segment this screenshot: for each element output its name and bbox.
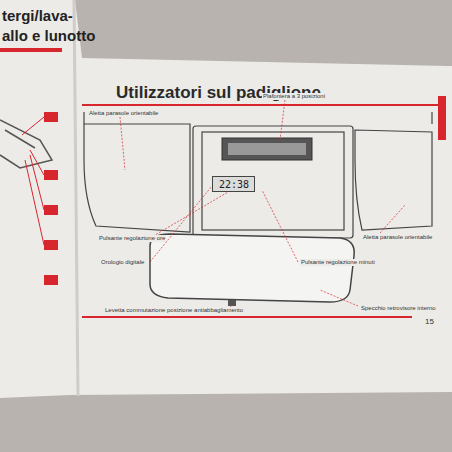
mirror-lever [228, 300, 236, 306]
callout-label: Aletta parasole orientabile [362, 234, 433, 241]
leader-lines [120, 100, 405, 308]
callout-label: Pulsante regolazione minuti [300, 259, 376, 266]
page-fold [74, 0, 78, 396]
red-tab [438, 96, 446, 140]
red-rule [82, 104, 438, 106]
clock-digits: 22:38 [219, 180, 248, 190]
red-leaders-left [22, 117, 44, 245]
stalk-drawing [0, 120, 52, 168]
callout-label: Plafoniera a 3 posizioni [262, 93, 326, 100]
callout-label: Aletta parasole orientabile [88, 110, 159, 117]
callout-label: Orologio digitale [100, 259, 145, 266]
red-rule [82, 316, 412, 318]
mirror [150, 234, 354, 302]
callout-label: Specchio retrovisore interno [360, 305, 437, 312]
page-number: 15 [424, 318, 435, 327]
page [0, 0, 452, 398]
section-heading: tergi/lava- [2, 8, 73, 25]
wiper-icons [44, 112, 58, 285]
light-lens [228, 143, 306, 155]
clock-display: 22:38 [212, 176, 255, 192]
ceiling-light [222, 138, 312, 160]
red-rule [0, 48, 62, 52]
callout-label: Pulsante regolazione ore [98, 235, 166, 242]
callout-label: Levetta commutazione posizione antiabbag… [104, 307, 244, 314]
roof-drawing [84, 112, 432, 238]
section-heading: allo e lunotto [2, 28, 95, 45]
